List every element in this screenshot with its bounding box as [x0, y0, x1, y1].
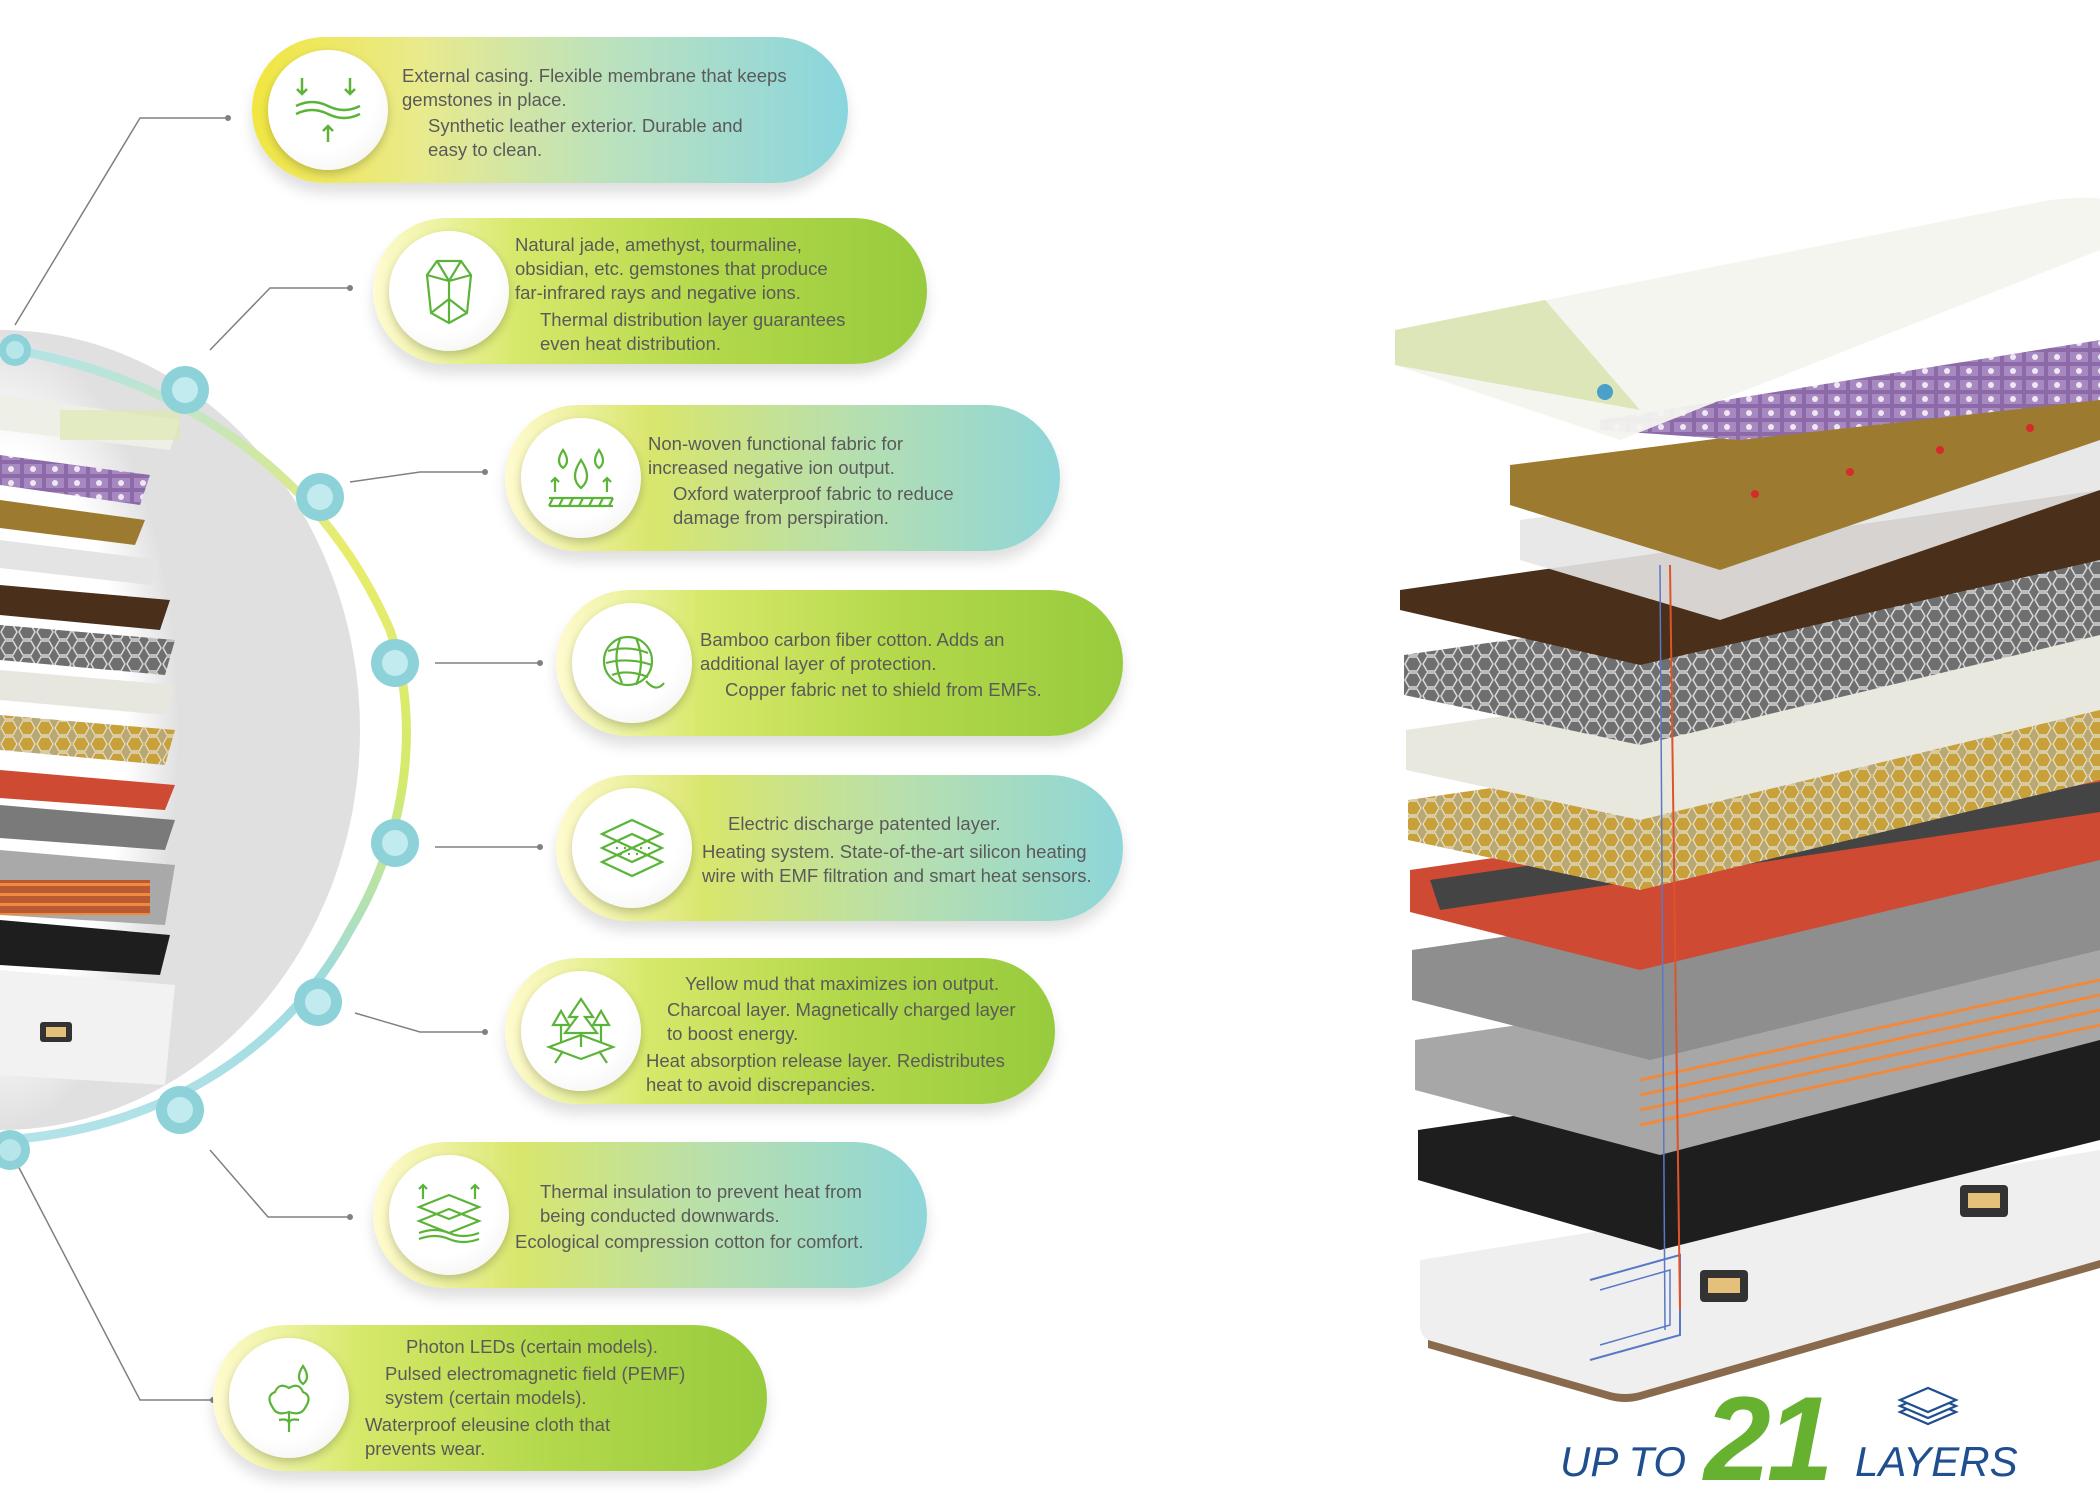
callout-line: increased negative ion output. [648, 457, 895, 478]
callout-line: Yellow mud that maximizes ion output. [685, 973, 999, 994]
stacked-layers-icon [1897, 1386, 1959, 1426]
callout-line: system (certain models). [385, 1387, 587, 1408]
crystal-icon [389, 231, 509, 351]
callout-line: Synthetic leather exterior. Durable and [428, 115, 743, 136]
callout-line: Heating system. State-of-the-art silicon… [702, 841, 1087, 862]
insulation-layers-icon [389, 1155, 509, 1275]
callout-line: External casing. Flexible membrane that … [402, 65, 787, 86]
compress-arrows-icon [268, 50, 388, 170]
callout-line: Photon LEDs (certain models). [406, 1336, 658, 1357]
callout-card-8: Photon LEDs (certain models). Pulsed ele… [213, 1325, 767, 1471]
callout-card-6: Yellow mud that maximizes ion output. Ch… [505, 958, 1055, 1104]
trees-layer-icon [521, 971, 641, 1091]
yarn-ball-icon [572, 603, 692, 723]
callout-line: Pulsed electromagnetic field (PEMF) [385, 1363, 686, 1384]
callout-line: Heat absorption release layer. Redistrib… [646, 1050, 1005, 1071]
callout-line: Electric discharge patented layer. [728, 813, 1001, 834]
callout-line: gemstones in place. [402, 89, 567, 110]
callout-card-3: Non-woven functional fabric for increase… [505, 405, 1060, 551]
footer-prefix: UP TO [1560, 1438, 1687, 1485]
callout-line: additional layer of protection. [700, 653, 937, 674]
callout-line: Thermal insulation to prevent heat from [540, 1181, 862, 1202]
callout-card-2: Natural jade, amethyst, tourmaline, obsi… [373, 218, 927, 364]
callout-card-5: Electric discharge patented layer. Heati… [556, 775, 1123, 921]
cotton-plant-icon [229, 1338, 349, 1458]
fabric-layers-icon [572, 788, 692, 908]
callout-card-1: External casing. Flexible membrane that … [252, 37, 848, 183]
footer-layer-count: 21 [1704, 1372, 1833, 1506]
callout-line: to boost energy. [667, 1023, 799, 1044]
callout-line: far-infrared rays and negative ions. [515, 282, 801, 303]
callout-line: Ecological compression cotton for comfor… [515, 1231, 864, 1252]
callout-line: being conducted downwards. [540, 1205, 780, 1226]
callout-line: Copper fabric net to shield from EMFs. [725, 679, 1042, 700]
callout-card-7: Thermal insulation to prevent heat from … [373, 1142, 927, 1288]
callout-line: obsidian, etc. gemstones that produce [515, 258, 828, 279]
callout-line: Thermal distribution layer guarantees [540, 309, 846, 330]
callout-line: damage from perspiration. [673, 507, 889, 528]
callout-line: Natural jade, amethyst, tourmaline, [515, 234, 802, 255]
callout-line: Oxford waterproof fabric to reduce [673, 483, 954, 504]
callout-line: heat to avoid discrepancies. [646, 1074, 876, 1095]
callout-line: Non-woven functional fabric for [648, 433, 904, 454]
callout-line: prevents wear. [365, 1438, 486, 1459]
callout-card-4: Bamboo carbon fiber cotton. Adds an addi… [556, 590, 1123, 736]
callout-line: even heat distribution. [540, 333, 722, 354]
callout-line: wire with EMF filtration and smart heat … [702, 865, 1092, 886]
callout-line: Waterproof eleusine cloth that [365, 1414, 611, 1435]
callout-line: Bamboo carbon fiber cotton. Adds an [700, 629, 1005, 650]
callout-line: easy to clean. [428, 139, 543, 160]
footer-suffix: LAYERS [1855, 1438, 2018, 1485]
water-drops-icon [521, 418, 641, 538]
callout-line: Charcoal layer. Magnetically charged lay… [667, 999, 1016, 1020]
